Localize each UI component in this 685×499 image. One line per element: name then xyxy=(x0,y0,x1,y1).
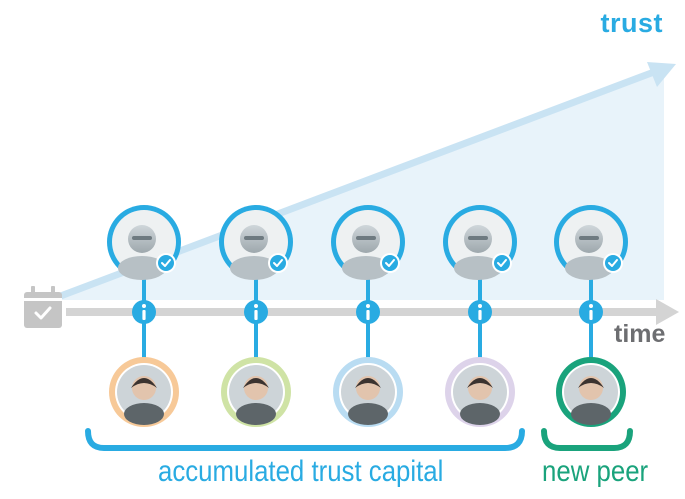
calendar-check-icon xyxy=(24,286,62,328)
check-badge-icon xyxy=(156,253,176,273)
accumulated-trust-capital-label: accumulated trust capital xyxy=(158,455,444,488)
check-badge-icon xyxy=(603,253,623,273)
new-peer-label: new peer xyxy=(542,455,649,488)
new-peer-avatar xyxy=(556,357,626,427)
accumulated-bracket xyxy=(85,428,525,451)
info-icon[interactable] xyxy=(356,300,380,324)
trust-axis-label: trust xyxy=(600,8,663,38)
check-badge-icon xyxy=(492,253,512,273)
passenger-avatar xyxy=(221,357,291,427)
time-axis-label: time xyxy=(614,320,666,348)
time-arrow-icon xyxy=(656,299,679,325)
check-badge-icon xyxy=(380,253,400,273)
info-icon[interactable] xyxy=(579,300,603,324)
new-peer-bracket xyxy=(541,428,633,451)
passenger-avatar xyxy=(109,357,179,427)
info-icon[interactable] xyxy=(132,300,156,324)
passenger-avatar xyxy=(333,357,403,427)
driver-row xyxy=(107,205,628,360)
info-icon[interactable] xyxy=(244,300,268,324)
check-badge-icon xyxy=(268,253,288,273)
passenger-row xyxy=(109,357,626,427)
passenger-avatar xyxy=(445,357,515,427)
info-icon[interactable] xyxy=(468,300,492,324)
trust-arrow-icon xyxy=(647,62,676,87)
